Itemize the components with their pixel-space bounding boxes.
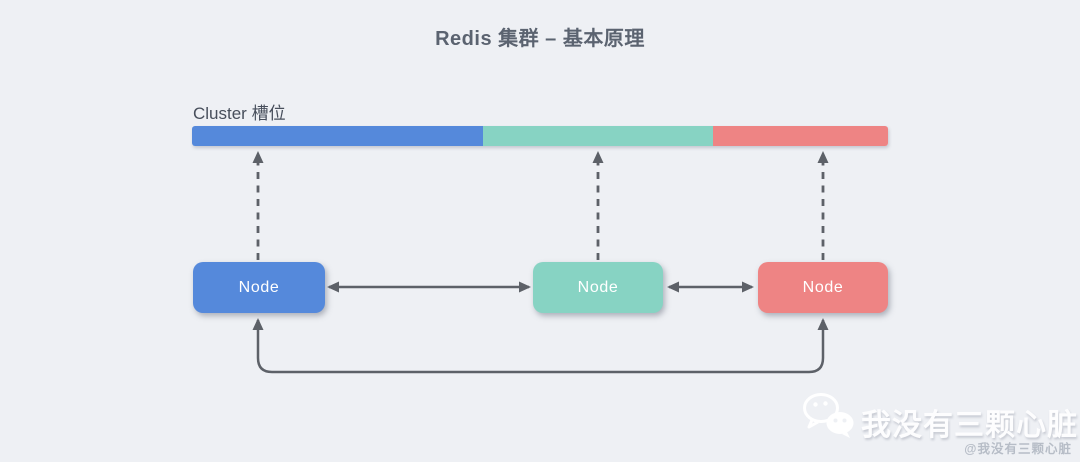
slot-segment-node1: [192, 126, 483, 146]
watermark-text: 我没有三颗心脏: [861, 409, 1078, 442]
diagram-title: Redis 集群 – 基本原理: [435, 28, 645, 50]
wechat-icon: [803, 393, 854, 438]
node1-node3-bottom-link-arrow: [252, 318, 829, 374]
cluster-slots-bar: [192, 126, 888, 146]
node-label: Node: [577, 278, 619, 296]
cluster-slots-label: Cluster 槽位: [193, 104, 286, 123]
node-box-1: Node: [193, 262, 325, 313]
slot-segment-node2: [482, 126, 713, 146]
node-label: Node: [238, 278, 280, 296]
node-label: Node: [802, 278, 844, 296]
watermark-handle: @我没有三颗心脏: [964, 442, 1072, 456]
node-box-3: Node: [758, 262, 888, 313]
slot-segment-node3: [712, 126, 888, 146]
node-box-2: Node: [533, 262, 663, 313]
